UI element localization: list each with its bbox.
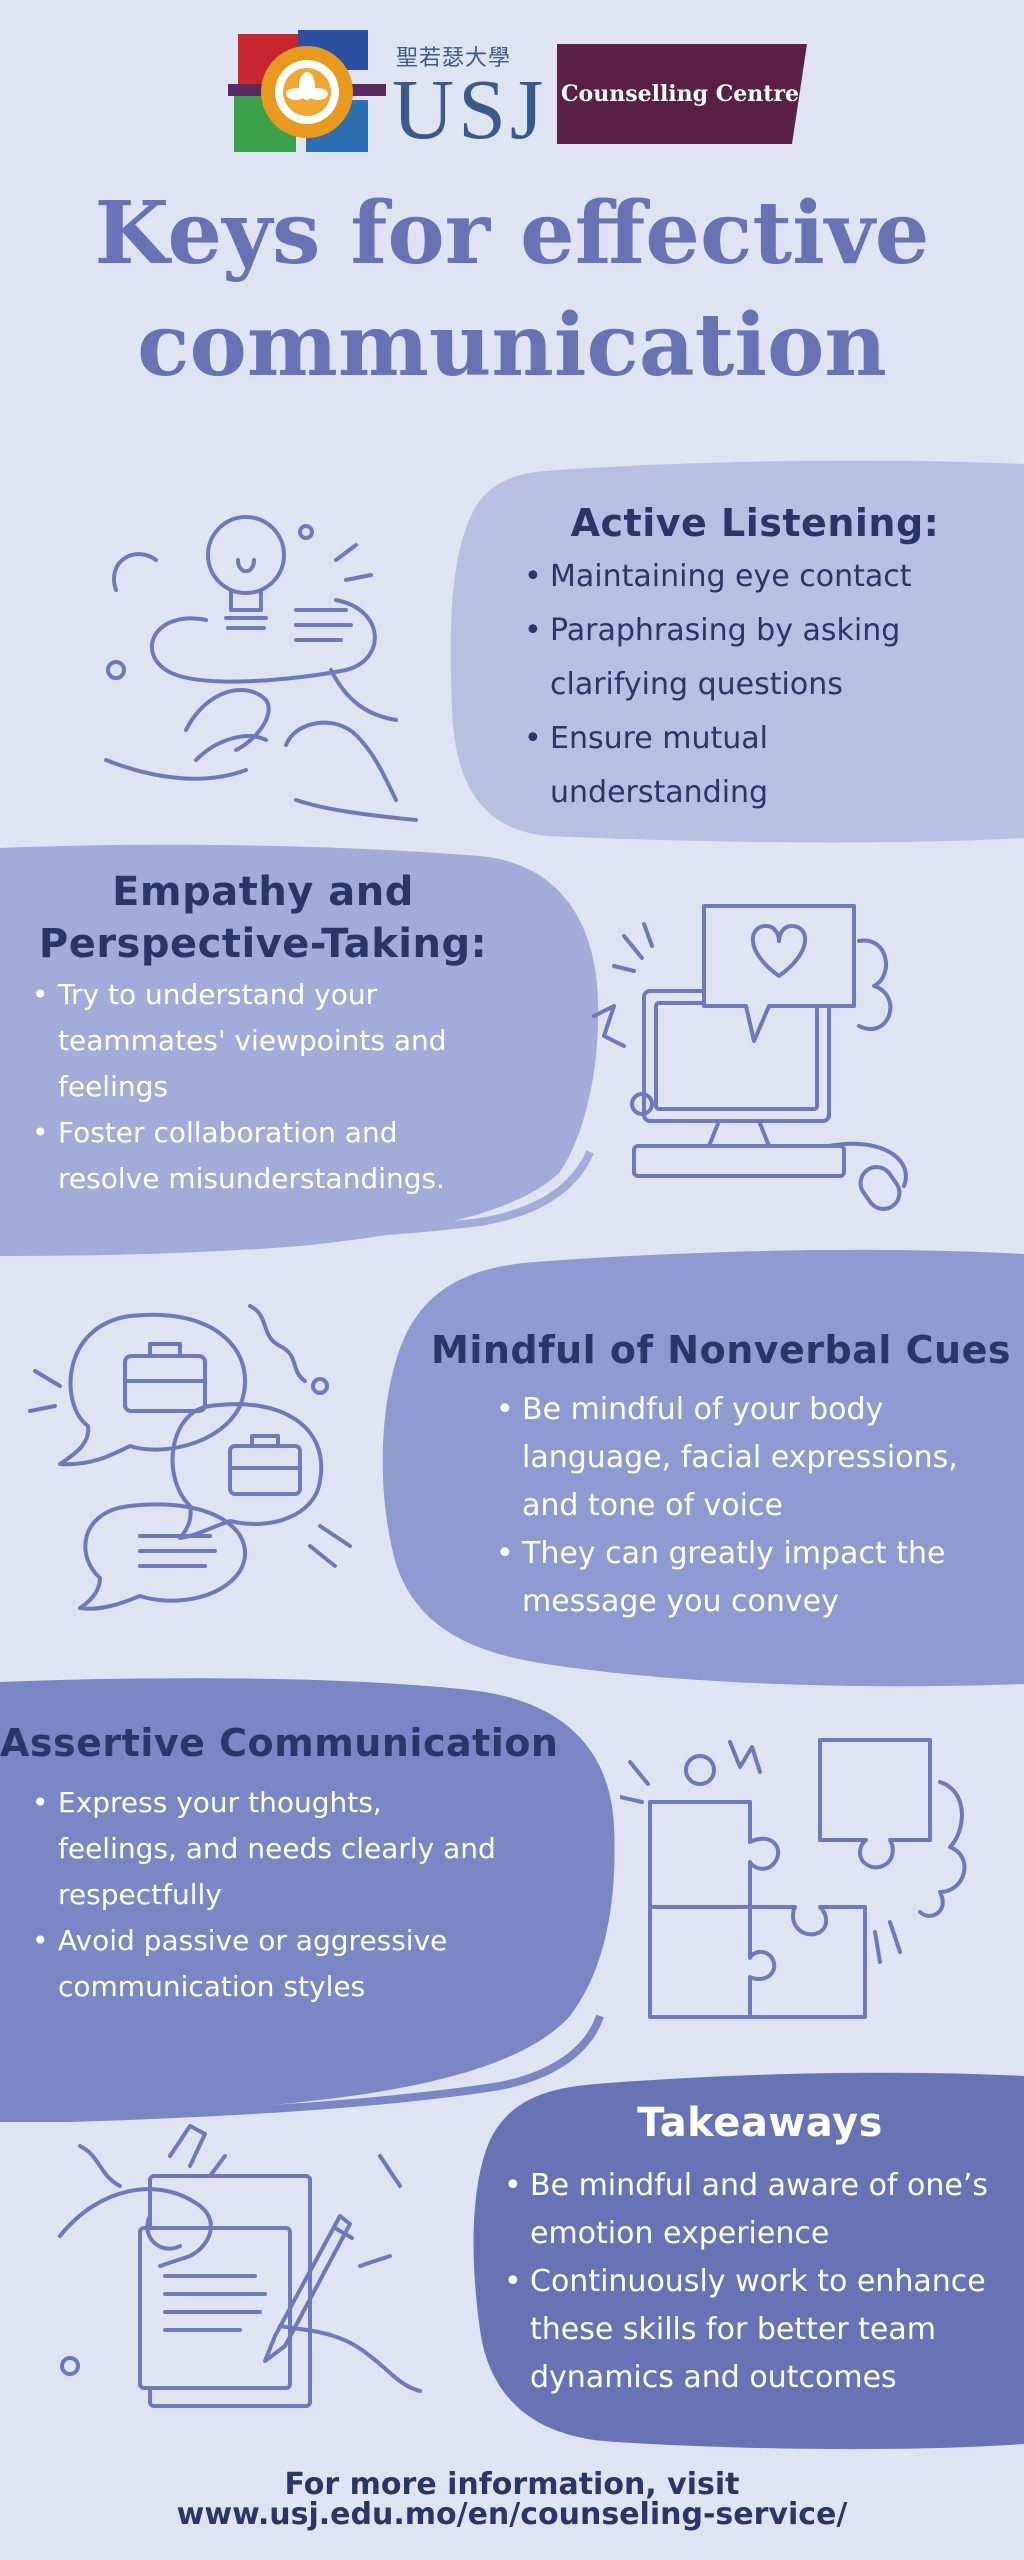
nonverbal-list: Be mindful of your body language, facial… bbox=[492, 1386, 1012, 1626]
list-item: Avoid passive or aggressive communicatio… bbox=[28, 1918, 508, 2010]
active-listening-list: Maintaining eye contact Paraphrasing by … bbox=[520, 550, 990, 820]
takeaways-card: Takeaways Be mindful and aware of one’s … bbox=[500, 2096, 1020, 2402]
lightbulb-hands-speech-icon bbox=[96, 500, 456, 830]
hand-writing-document-icon bbox=[40, 2116, 450, 2416]
list-item: Be mindful of your body language, facial… bbox=[492, 1386, 1012, 1530]
briefcase-speech-bubbles-icon bbox=[20, 1296, 380, 1616]
list-item: Maintaining eye contact bbox=[520, 550, 990, 604]
list-item: Ensure mutual understanding bbox=[520, 712, 990, 820]
university-abbreviation: USJ bbox=[392, 61, 548, 157]
empathy-title: Empathy and Perspective-Taking: bbox=[28, 866, 498, 970]
usj-seal-logo bbox=[228, 28, 386, 156]
counselling-centre-label: Counselling Centre bbox=[561, 81, 799, 107]
footer-line1: For more information, visit bbox=[284, 2467, 740, 2502]
computer-heart-message-icon bbox=[584, 896, 924, 1216]
puzzle-pieces-icon bbox=[618, 1722, 990, 2032]
list-item: They can greatly impact the message you … bbox=[492, 1530, 1012, 1626]
empathy-title-line2: Perspective-Taking: bbox=[38, 921, 488, 967]
empathy-list: Try to understand your teammates' viewpo… bbox=[28, 972, 498, 1202]
assertive-list: Express your thoughts, feelings, and nee… bbox=[28, 1780, 508, 2010]
empathy-card: Empathy and Perspective-Taking: Try to u… bbox=[28, 866, 498, 1202]
page-title-line2: communication bbox=[137, 295, 887, 396]
nonverbal-card: Mindful of Nonverbal Cues Be mindful of … bbox=[418, 1324, 1024, 1626]
page-title-line1: Keys for effective bbox=[94, 183, 930, 284]
header: 聖若瑟大學 USJ Counselling Centre bbox=[0, 28, 1024, 158]
takeaways-title: Takeaways bbox=[637, 2100, 883, 2146]
list-item: Express your thoughts, feelings, and nee… bbox=[28, 1780, 508, 1918]
empathy-title-line1: Empathy and bbox=[112, 869, 414, 915]
counselling-centre-badge bbox=[557, 44, 807, 144]
list-item: Paraphrasing by asking clarifying questi… bbox=[520, 604, 990, 712]
list-item: Try to understand your teammates' viewpo… bbox=[28, 972, 498, 1110]
active-listening-card: Active Listening: Maintaining eye contac… bbox=[520, 498, 990, 820]
list-item: Foster collaboration and resolve misunde… bbox=[28, 1110, 498, 1202]
takeaways-list: Be mindful and aware of one’s emotion ex… bbox=[500, 2162, 1020, 2402]
footer-link[interactable]: www.usj.edu.mo/en/counseling-service/ bbox=[176, 2497, 848, 2532]
assertive-title: Assertive Communication bbox=[0, 1721, 559, 1765]
active-listening-title: Active Listening: bbox=[570, 501, 940, 545]
nonverbal-title: Mindful of Nonverbal Cues bbox=[431, 1328, 1011, 1372]
list-item: Continuously work to enhance these skill… bbox=[500, 2258, 1020, 2402]
page-title: Keys for effective communication bbox=[0, 178, 1024, 402]
assertive-card: Assertive Communication Express your tho… bbox=[0, 1718, 560, 2010]
university-chinese-name: 聖若瑟大學 bbox=[396, 46, 512, 71]
list-item: Be mindful and aware of one’s emotion ex… bbox=[500, 2162, 1020, 2258]
footer-info: For more information, visit www.usj.edu.… bbox=[0, 2470, 1024, 2530]
